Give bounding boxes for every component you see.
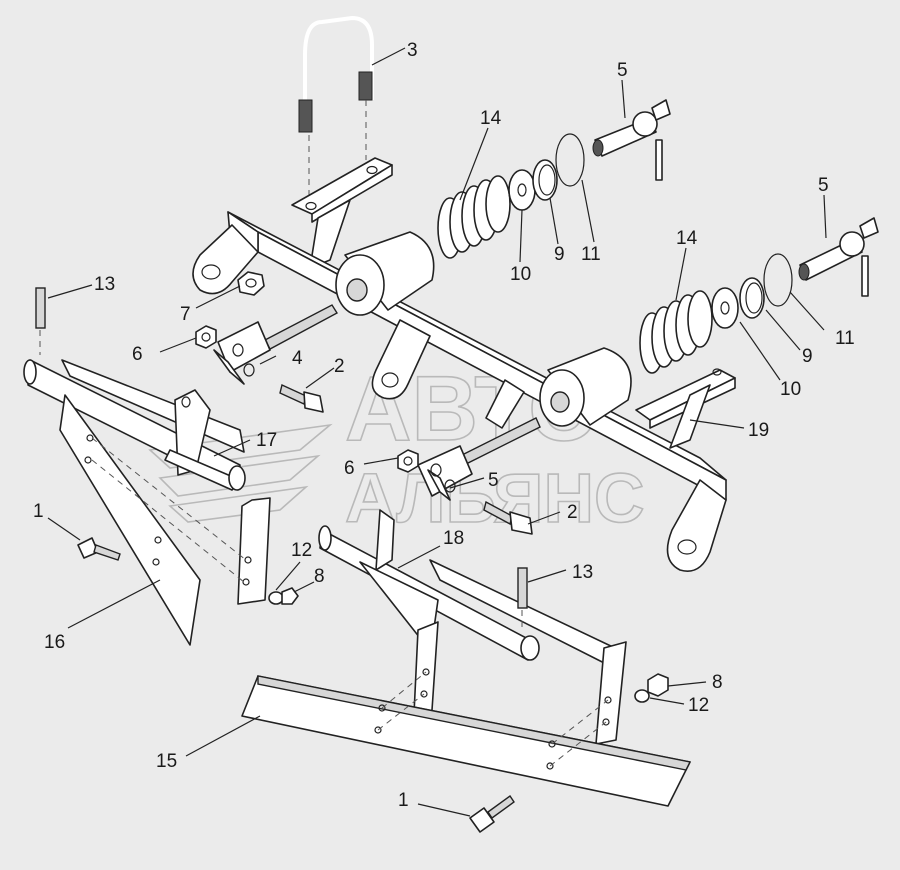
callout-19: 19 — [748, 420, 769, 441]
washer-part-12-right — [634, 689, 650, 703]
blade-part-16 — [59, 394, 201, 646]
bolt-part-2-lower — [483, 500, 533, 535]
pin-part-5-upper — [592, 99, 671, 181]
callout-7: 7 — [180, 304, 191, 325]
callout-14: 14 — [480, 108, 502, 129]
tine-holder-part-18 — [318, 509, 627, 745]
callout-2: 2 — [567, 502, 578, 523]
nut-part-7 — [237, 271, 265, 296]
callout-4: 4 — [292, 348, 303, 369]
spring-part-14-lower — [639, 290, 713, 374]
callout-11: 11 — [581, 244, 601, 265]
blade-part-15 — [241, 675, 692, 807]
nut-part-8-right — [647, 673, 669, 697]
ring-part-11-lower — [763, 253, 793, 307]
assembly-line — [308, 100, 367, 200]
clevis-bolt-part-4 — [213, 304, 338, 385]
u-bolt-part-3 — [298, 15, 374, 133]
washer-part-10-lower — [711, 287, 739, 329]
spring-part-14-upper — [437, 175, 511, 259]
tine-holder-part-17 — [23, 359, 271, 605]
callout-10: 10 — [510, 264, 531, 285]
callout-16: 16 — [44, 632, 65, 653]
callout-2: 2 — [334, 356, 345, 377]
callout-13: 13 — [572, 562, 593, 583]
bolt-part-2-upper — [279, 384, 324, 413]
clevis-bolt-lower — [417, 417, 541, 501]
pin-part-13-left — [35, 287, 46, 329]
callout-5: 5 — [617, 60, 628, 81]
callout-9: 9 — [802, 346, 813, 367]
pin-part-5-lower — [798, 217, 879, 297]
callout-15: 15 — [156, 751, 177, 772]
pin-part-13-right — [517, 567, 528, 609]
washer-part-10-upper — [508, 169, 536, 211]
callout-labels: 3 14 5 5 13 7 10 9 11 14 6 4 2 11 9 10 1… — [33, 40, 855, 811]
washer-part-12-left — [268, 591, 284, 605]
callout-1: 1 — [33, 501, 44, 522]
callout-18: 18 — [443, 528, 464, 549]
callout-8: 8 — [712, 672, 723, 693]
callout-1: 1 — [398, 790, 409, 811]
callout-10: 10 — [780, 379, 801, 400]
callout-8: 8 — [314, 566, 325, 587]
callout-5: 5 — [818, 175, 829, 196]
clamp-plate — [291, 157, 393, 269]
callout-3: 3 — [407, 40, 418, 61]
bolt-part-1-bottom — [469, 795, 515, 833]
callout-12: 12 — [291, 540, 312, 561]
washer-part-9-upper — [532, 159, 558, 201]
bushing-right — [539, 347, 632, 427]
callout-17: 17 — [256, 430, 277, 451]
nut-part-6-upper — [195, 325, 217, 349]
ring-part-11-upper — [555, 133, 585, 187]
callout-5: 5 — [488, 470, 499, 491]
leader-lines — [47, 47, 827, 817]
bolt-part-1-left — [77, 537, 121, 561]
callout-6: 6 — [344, 458, 355, 479]
watermark-logo — [148, 423, 333, 523]
nut-part-6-lower — [397, 449, 419, 473]
bushing-left — [335, 231, 435, 316]
callout-12: 12 — [688, 695, 709, 716]
callout-6: 6 — [132, 344, 143, 365]
bracket-part-19 — [635, 368, 736, 449]
callout-9: 9 — [554, 244, 565, 265]
callout-13: 13 — [94, 274, 115, 295]
nut-part-8-left — [281, 587, 299, 605]
washer-part-9-lower — [739, 277, 765, 319]
callout-11: 11 — [835, 328, 855, 349]
callout-14: 14 — [676, 228, 698, 249]
